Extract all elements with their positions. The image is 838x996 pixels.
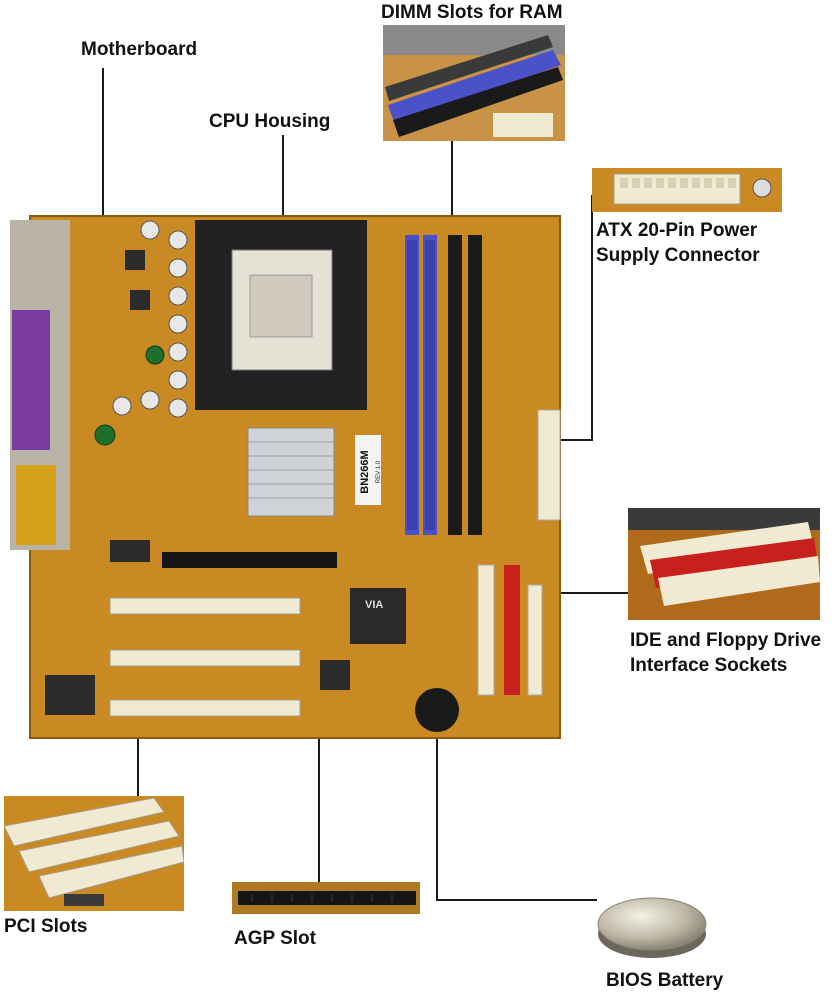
dimm-slots	[405, 235, 482, 535]
chip-rev: REV 1.0	[376, 460, 382, 483]
bios-label: BIOS Battery	[606, 970, 724, 991]
dimm-inset-photo	[383, 25, 565, 141]
ide-label-line2: Interface Sockets	[630, 655, 788, 676]
atx-label-line1: ATX 20-Pin Power	[596, 220, 758, 241]
agp-inset-photo	[232, 882, 420, 914]
southbridge-chip	[350, 588, 406, 644]
motherboard-label: Motherboard	[81, 39, 198, 60]
ide-label-line1: IDE and Floppy Drive	[630, 630, 822, 651]
dimm-label: DIMM Slots for RAM	[381, 2, 563, 23]
atx-leader	[560, 195, 593, 441]
pci-slots	[109, 597, 301, 717]
pci-inset-photo	[4, 796, 184, 911]
heatsink	[247, 427, 335, 517]
agp-label: AGP Slot	[234, 928, 316, 949]
bios-leader	[436, 732, 597, 901]
atx-inset-photo	[592, 168, 782, 212]
bios-battery-socket	[415, 688, 459, 732]
agp-slot	[162, 552, 337, 568]
ide-sockets	[477, 564, 543, 696]
atx-label-line2: Supply Connector	[596, 245, 760, 266]
atx-connector	[537, 409, 561, 521]
capacitors	[112, 220, 188, 418]
cpu-housing-label: CPU Housing	[209, 111, 331, 132]
chip-label: BN266M	[359, 450, 371, 493]
pci-label: PCI Slots	[4, 916, 88, 937]
motherboard-photo: BN266M REV 1.0 VIA	[10, 215, 561, 739]
bios-battery-photo	[597, 897, 707, 958]
ide-inset-photo	[628, 508, 820, 620]
chipset-brand: VIA	[365, 599, 383, 611]
